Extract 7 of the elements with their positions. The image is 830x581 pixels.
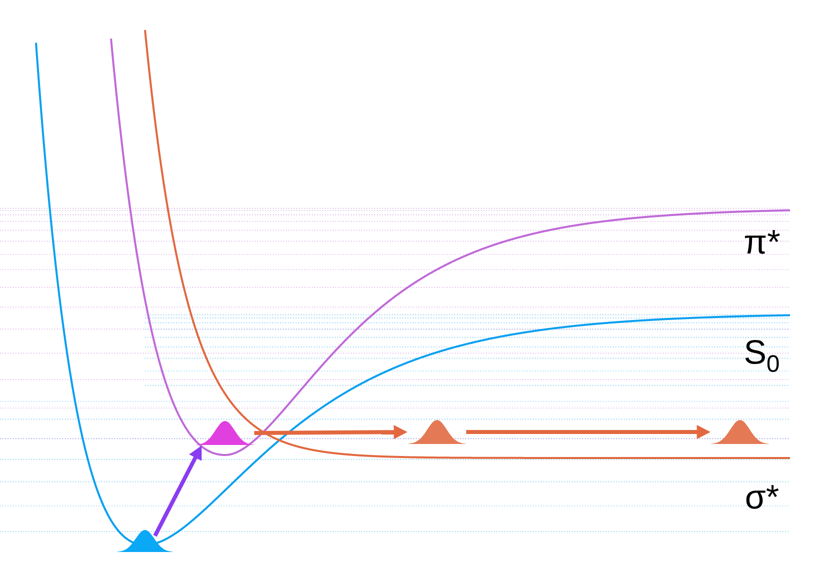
wavepacket <box>117 530 173 552</box>
wavepacket <box>711 420 769 444</box>
wavepacket <box>408 420 466 444</box>
curve-label: S$_{0}$ <box>745 340 779 372</box>
curve-label: σ* <box>746 485 779 509</box>
curve-label: π* <box>744 230 780 254</box>
wavepacket <box>196 421 254 445</box>
